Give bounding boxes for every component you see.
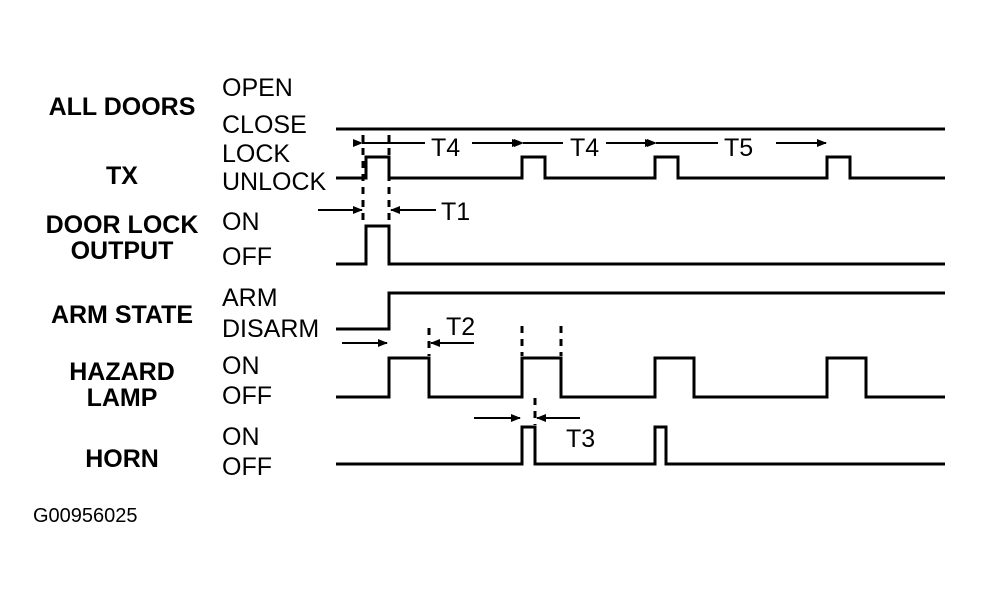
timing-label-t4-first: T4 [431, 134, 460, 162]
timing-label-t5: T5 [724, 134, 753, 162]
waveform-arm-state [336, 291, 945, 331]
signal-label-all-doors: ALL DOORS [49, 93, 196, 121]
state-label-disarm: DISARM [222, 315, 319, 343]
state-label-hazard-on: ON [222, 352, 260, 380]
waveform-door-lock-output [336, 224, 945, 266]
signal-label-horn: HORN [85, 445, 159, 473]
signal-label-hazard-line1: HAZARD [69, 358, 175, 386]
waveform-tx [336, 155, 945, 180]
timing-label-t2: T2 [446, 313, 475, 341]
state-label-unlock: UNLOCK [222, 168, 327, 196]
state-label-hazard-off: OFF [222, 382, 272, 410]
state-label-lock: LOCK [222, 140, 290, 168]
timing-label-t3: T3 [566, 425, 595, 453]
figure-id: G00956025 [33, 505, 138, 527]
state-label-close: CLOSE [222, 111, 307, 139]
signal-label-door-lock-line1: DOOR LOCK [46, 211, 199, 239]
state-label-door-lock-off: OFF [222, 243, 272, 271]
state-label-horn-off: OFF [222, 453, 272, 481]
timing-label-t4-second: T4 [570, 134, 599, 162]
waveform-hazard-lamp [336, 356, 945, 399]
state-label-door-lock-on: ON [222, 208, 260, 236]
state-label-horn-on: ON [222, 423, 260, 451]
waveform-horn [336, 425, 945, 466]
signal-label-door-lock-line2: OUTPUT [71, 237, 174, 265]
state-label-open: OPEN [222, 74, 293, 102]
state-label-arm: ARM [222, 284, 278, 312]
signal-label-tx: TX [106, 162, 138, 190]
timing-label-t1: T1 [441, 198, 470, 226]
signal-label-hazard-line2: LAMP [87, 384, 158, 412]
signal-label-arm-state: ARM STATE [51, 301, 193, 329]
